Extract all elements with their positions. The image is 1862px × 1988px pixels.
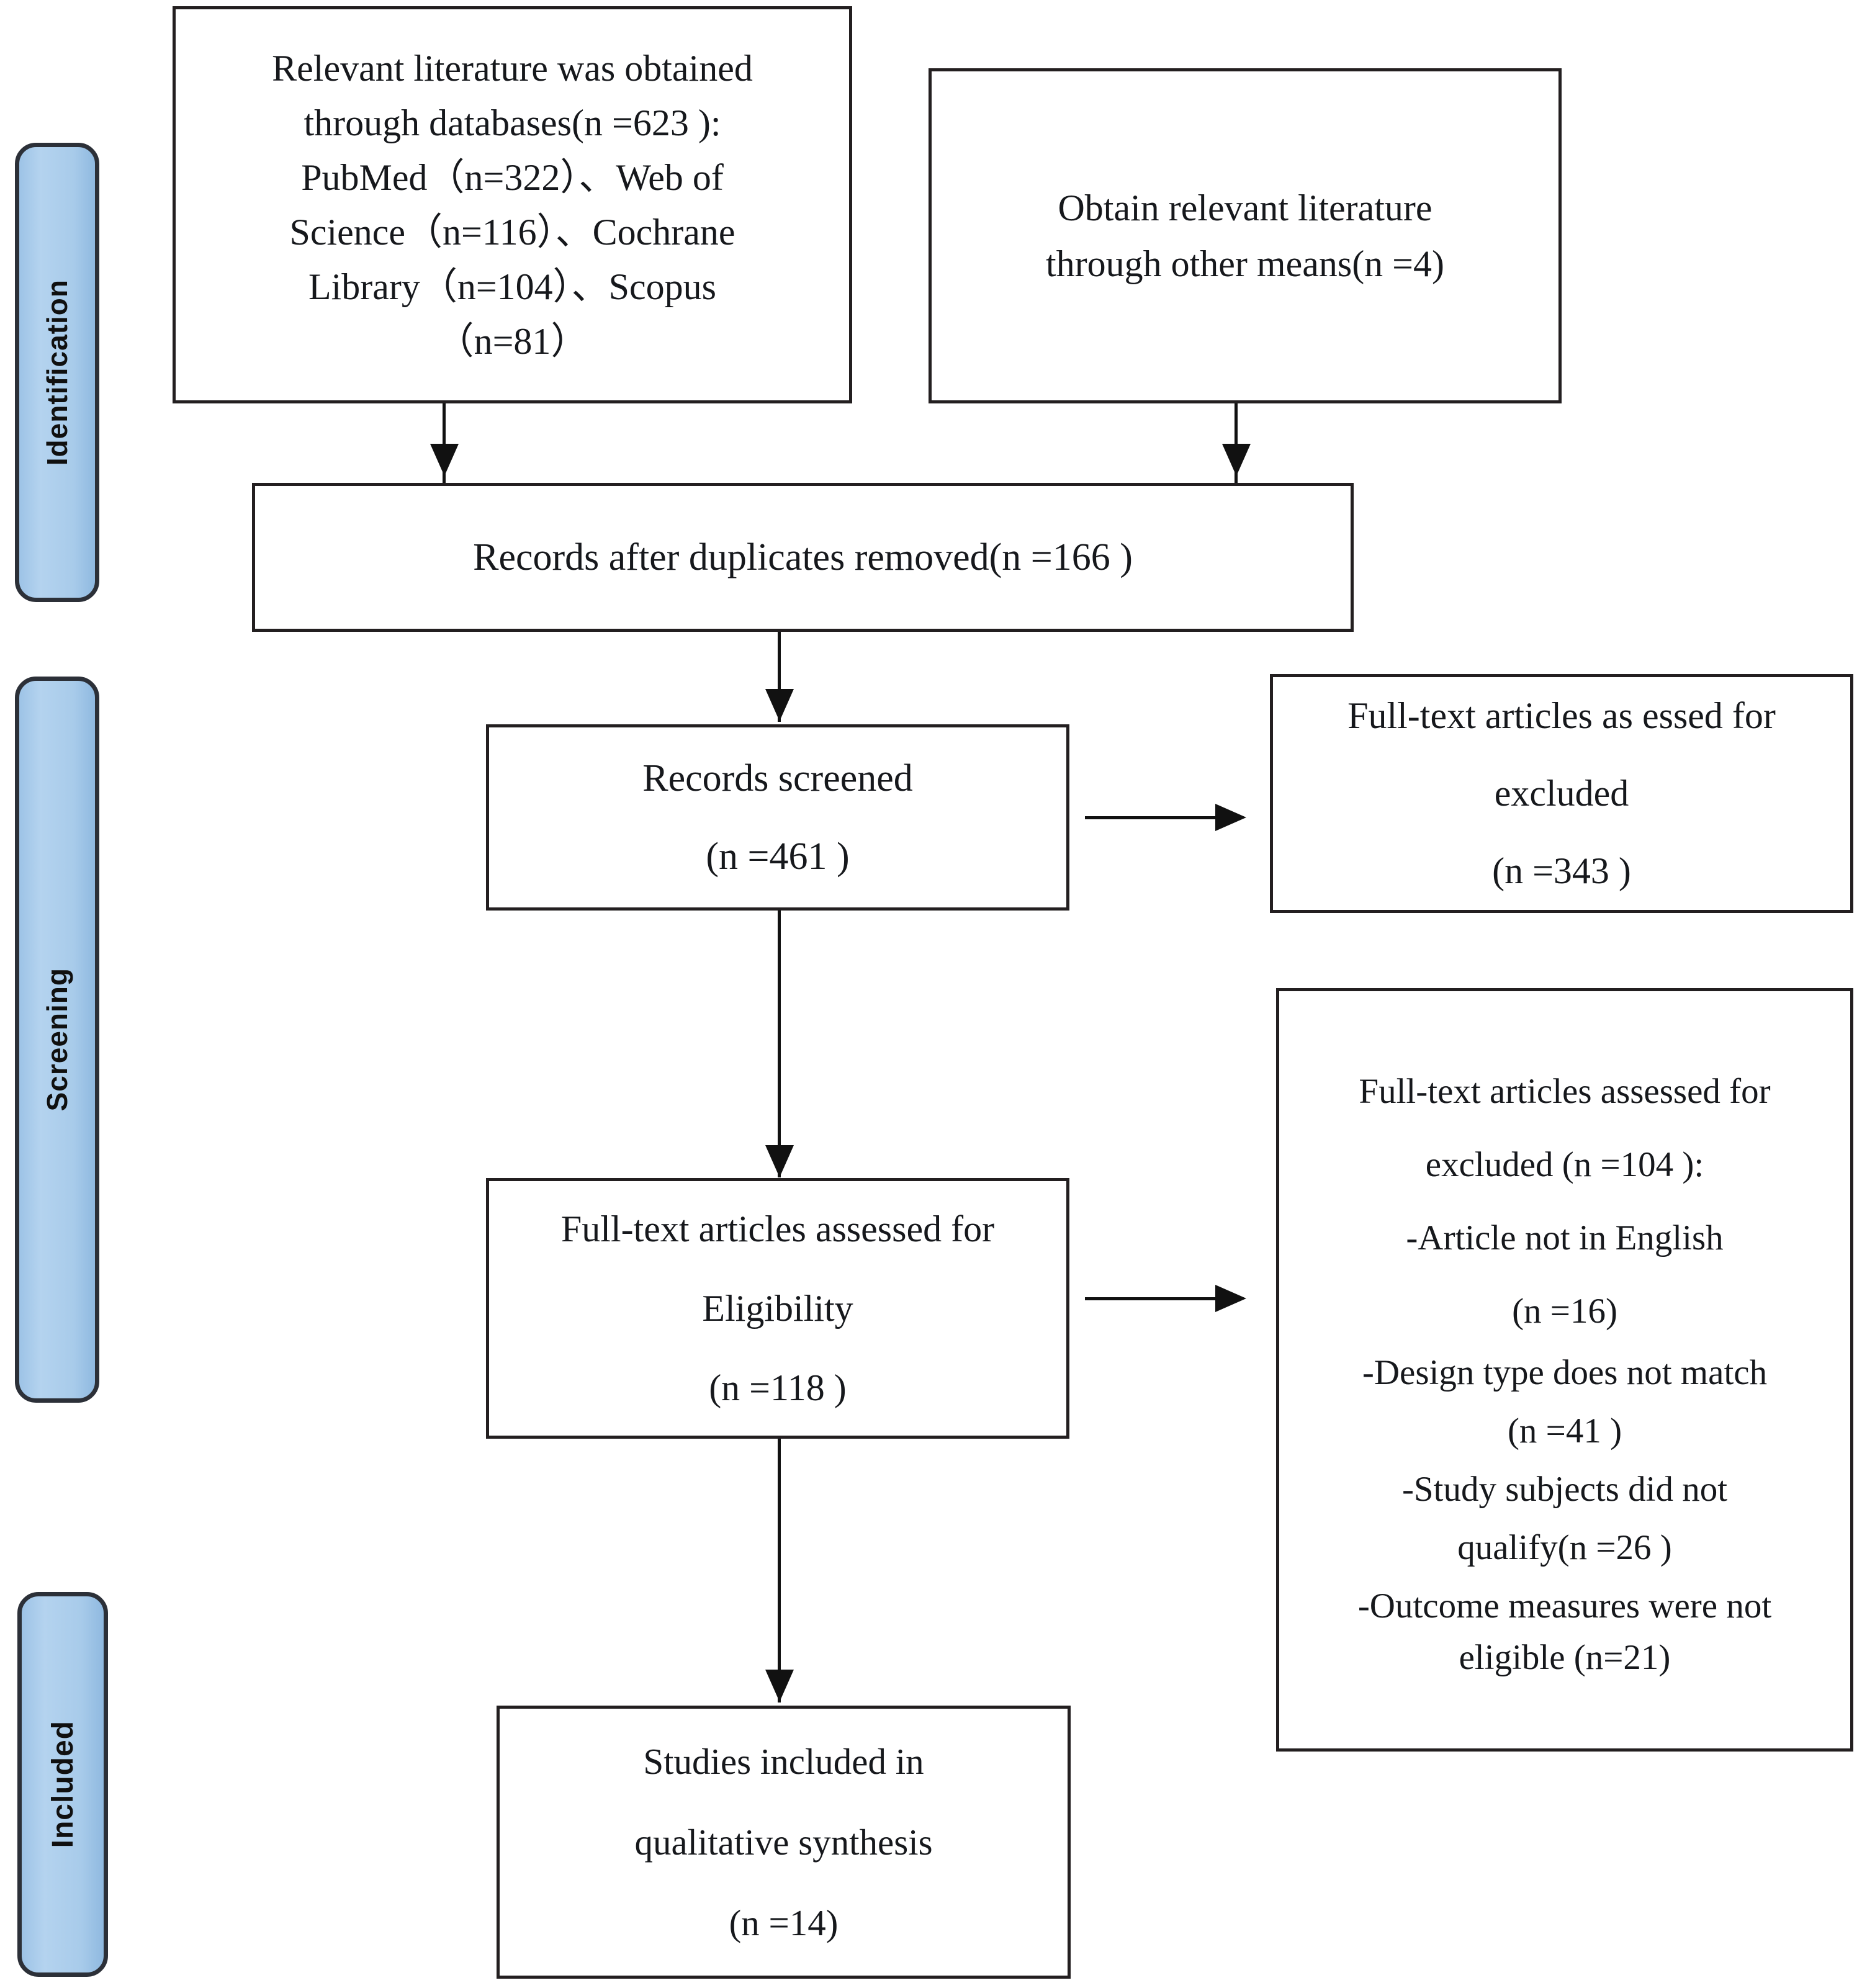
stage-label-screening-text: Screening [41,968,73,1112]
arrowhead-screened-to-excluded [1215,804,1246,831]
connector-screened-to-eligibility [778,911,781,1177]
arrowhead-other-sources-to-duplicates [1222,444,1251,476]
stage-label-included-text: Included [46,1720,79,1848]
connector-duplicates-to-screened [778,632,781,722]
box-fulltext-excluded-line-10: eligible (n=21) [1459,1638,1671,1677]
connector-screened-to-excluded [1085,816,1228,819]
box-databases-line-5: Library（n=104）、Scopus [308,266,717,307]
box-fulltext-excluded-line-3: -Article not in English [1406,1218,1724,1257]
box-other-sources-line-2: through other means(n =4) [1045,243,1444,284]
box-databases-line-3: PubMed（n=322）、Web of [301,157,724,198]
box-databases-line-2: through databases(n =623 ): [304,102,721,143]
box-fulltext-excluded: Full-text articles assessed for excluded… [1276,988,1853,1752]
box-records-screened: Records screened (n =461 ) [486,724,1069,911]
box-included-studies-line-3: (n =14) [729,1902,839,1943]
stage-label-included: Included [17,1592,108,1977]
box-fulltext-eligibility: Full-text articles assessed for Eligibil… [486,1178,1069,1439]
box-fulltext-excluded-line-9: -Outcome measures were not [1357,1586,1772,1626]
box-included-studies-line-1: Studies included in [643,1741,924,1782]
box-databases-line-1: Relevant literature was obtained [272,48,753,89]
arrowhead-eligibility-to-included [765,1670,794,1702]
box-records-excluded-line-2: excluded [1494,773,1629,814]
box-duplicates-removed: Records after duplicates removed(n =166 … [252,483,1354,632]
stage-label-identification: Identification [15,143,99,602]
box-included-studies-line-2: qualitative synthesis [634,1822,933,1863]
box-fulltext-eligibility-line-3: (n =118 ) [709,1367,847,1408]
box-records-screened-line-2: (n =461 ) [706,835,850,878]
arrowhead-duplicates-to-screened [765,689,794,721]
box-databases-line-4: Science（n=116）、Cochrane [289,212,735,253]
box-fulltext-excluded-line-8: qualify(n =26 ) [1457,1528,1672,1567]
connector-eligibility-to-included [778,1439,781,1702]
box-fulltext-excluded-line-1: Full-text articles assessed for [1359,1072,1771,1111]
box-fulltext-excluded-line-2: excluded (n =104 ): [1425,1145,1704,1184]
box-databases: Relevant literature was obtained through… [173,6,852,403]
box-fulltext-excluded-line-6: (n =41 ) [1507,1411,1622,1451]
box-records-screened-line-1: Records screened [642,757,913,799]
box-other-sources: Obtain relevant literature through other… [929,68,1562,403]
box-records-excluded: Full-text articles as essed for excluded… [1270,674,1853,913]
box-fulltext-excluded-line-7: -Study subjects did not [1401,1470,1728,1509]
arrowhead-databases-to-duplicates [430,444,459,476]
connector-eligibility-to-fulltext-excluded [1085,1297,1228,1300]
box-fulltext-eligibility-line-2: Eligibility [702,1288,853,1329]
arrowhead-eligibility-to-fulltext-excluded [1215,1285,1246,1312]
arrowhead-screened-to-eligibility [765,1145,794,1177]
box-fulltext-eligibility-line-1: Full-text articles assessed for [560,1208,995,1249]
box-duplicates-removed-line-1: Records after duplicates removed(n =166 … [473,536,1133,578]
box-fulltext-excluded-line-5: -Design type does not match [1362,1353,1768,1392]
box-included-studies: Studies included in qualitative synthesi… [497,1706,1071,1979]
box-other-sources-line-1: Obtain relevant literature [1058,187,1432,228]
box-records-excluded-line-1: Full-text articles as essed for [1347,695,1776,736]
box-fulltext-excluded-line-4: (n =16) [1512,1292,1617,1331]
box-databases-line-6: （n=81） [436,321,588,362]
box-records-excluded-line-3: (n =343 ) [1492,850,1631,891]
stage-label-screening: Screening [15,677,99,1403]
stage-label-identification-text: Identification [41,279,73,466]
